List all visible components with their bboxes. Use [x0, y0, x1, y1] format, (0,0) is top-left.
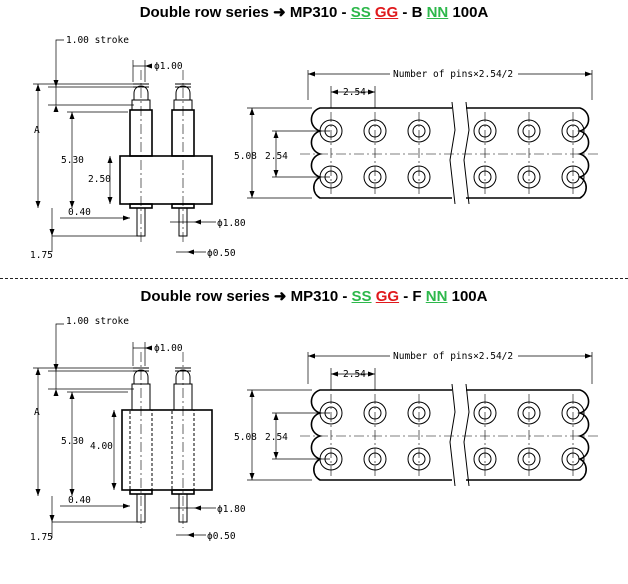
tip-dia-label: ϕ1.00: [154, 343, 183, 354]
dim-254-label: 2.54: [265, 432, 288, 443]
title-suffix: 100A: [452, 4, 489, 21]
title-part: MP310: [289, 4, 338, 21]
dim-a-label: A: [34, 125, 40, 136]
dia-050-label: ϕ0.50: [207, 531, 236, 542]
dim-530-label: 5.30: [61, 436, 84, 447]
panel-2-title: Double row series ➜ MP310 - SS GG - F NN…: [0, 287, 628, 305]
top-view: Number of pins×2.54/2 2.54 5.08 2.54: [234, 348, 600, 487]
dim-254-label: 2.54: [265, 151, 288, 162]
title-sep: -: [402, 4, 408, 21]
dim-508-label: 5.08: [234, 151, 257, 162]
title-sep: -: [403, 288, 409, 305]
dim-a-label: A: [34, 407, 40, 418]
dia-050-label: ϕ0.50: [207, 248, 236, 259]
title-gg: GG: [374, 4, 399, 21]
stroke-label: 1.00 stroke: [66, 35, 129, 46]
side-view: 1.00 stroke ϕ1.00 A 5.30 4.00: [30, 316, 246, 543]
title-part: MP310: [290, 288, 339, 305]
title-nn: NN: [425, 288, 448, 305]
side-view: 1.00 stroke ϕ1.00 A 5.30 2.50: [30, 35, 246, 261]
title-gg: GG: [375, 288, 400, 305]
dim-530-label: 5.30: [61, 155, 84, 166]
title-variant: B: [411, 4, 423, 21]
outline-right: [466, 389, 590, 481]
arrow-right-icon: ➜: [273, 4, 286, 21]
num-pins-label: Number of pins×2.54/2: [393, 69, 513, 80]
dim-508-label: 5.08: [234, 432, 257, 443]
dia-180-label: ϕ1.80: [217, 218, 246, 229]
title-ss: SS: [351, 288, 372, 305]
title-nn: NN: [426, 4, 449, 21]
stroke-label: 1.00 stroke: [66, 316, 129, 327]
title-sep: -: [342, 288, 348, 305]
title-ss: SS: [350, 4, 371, 21]
panel-1-title: Double row series ➜ MP310 - SS GG - B NN…: [0, 3, 628, 21]
top-view: Number of pins×2.54/2 2.54 5.08 2.54: [234, 66, 600, 205]
dim-175-label: 1.75: [30, 532, 53, 543]
dim-175-label: 1.75: [30, 250, 53, 261]
tip-dia-label: ϕ1.00: [154, 61, 183, 72]
title-prefix: Double row series: [140, 288, 270, 305]
pitch-label: 2.54: [343, 369, 366, 380]
dim-body-label: 4.00: [90, 441, 113, 452]
panel-1-drawing: 1.00 stroke ϕ1.00 A 5.30 2.50: [30, 35, 600, 261]
dim-040-label: 0.40: [68, 207, 91, 218]
dim-040-label: 0.40: [68, 495, 91, 506]
panel-2-drawing: 1.00 stroke ϕ1.00 A 5.30 4.00: [30, 316, 600, 543]
title-variant: F: [412, 288, 422, 305]
section-divider: [0, 278, 628, 279]
num-pins-label: Number of pins×2.54/2: [393, 351, 513, 362]
pitch-label: 2.54: [343, 87, 366, 98]
title-sep: -: [341, 4, 347, 21]
arrow-right-icon: ➜: [273, 288, 287, 305]
outline-left: [310, 107, 452, 199]
title-prefix: Double row series: [139, 4, 269, 21]
dia-180-label: ϕ1.80: [217, 504, 246, 515]
dim-body-label: 2.50: [88, 174, 111, 185]
outline-right: [466, 107, 590, 199]
title-suffix: 100A: [451, 288, 488, 305]
outline-left: [310, 389, 452, 481]
